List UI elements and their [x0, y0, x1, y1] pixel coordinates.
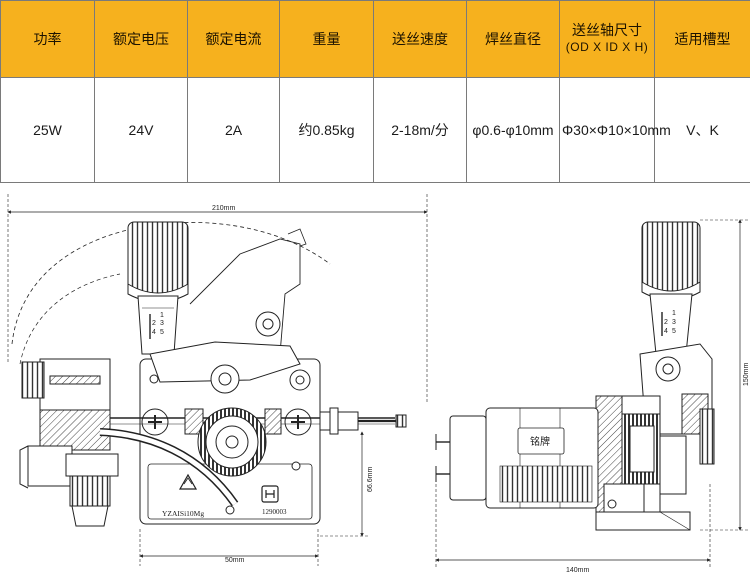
dim-width-side: 140mm: [566, 567, 590, 574]
header-weight: 重量: [279, 0, 374, 78]
dim-width-front: 210mm: [212, 205, 236, 212]
side-scale-3: 3: [672, 319, 676, 326]
side-scale-1: 1: [672, 310, 676, 317]
value-feed-speed: 2-18m/分: [373, 77, 467, 183]
value-wire-diameter: φ0.6-φ10mm: [466, 77, 560, 183]
model-text: YZAISi10Mg: [162, 509, 204, 518]
value-power: 25W: [0, 77, 95, 183]
recycle-icon: [178, 473, 198, 490]
value-groove-type: V、K: [654, 77, 750, 183]
header-feed-speed: 送丝速度: [373, 0, 467, 78]
front-scale-5: 5: [160, 329, 164, 336]
header-power: 功率: [0, 0, 95, 78]
header-roller-size-sub: (OD X ID X H): [565, 40, 649, 54]
side-view: 1 2 3 4 5 铭牌: [435, 219, 748, 568]
front-scale-4: 4: [152, 329, 156, 336]
header-roller-size: 送丝轴尺寸(OD X ID X H): [559, 0, 655, 78]
nameplate-label: 铭牌: [530, 435, 550, 448]
side-knob-scale: 1 2 3 4 5: [664, 310, 676, 335]
front-knob-scale: 1 2 3 4 5: [152, 312, 164, 336]
serial-text: 1290003: [262, 508, 287, 516]
front-view: 1 2 3 4 5: [7, 194, 428, 566]
header-wire-diameter: 焊丝直径: [466, 0, 560, 78]
front-scale-1: 1: [160, 312, 164, 319]
value-roller-size: Φ30×Φ10×10mm: [559, 77, 671, 183]
header-rated-current: 额定电流: [187, 0, 280, 78]
side-scale-2: 2: [664, 319, 668, 326]
spec-value-row: 25W 24V 2A 约0.85kg 2-18m/分 φ0.6-φ10mm Φ3…: [0, 77, 750, 183]
h-mark-icon: [261, 485, 279, 503]
technical-drawing: 1 2 3 4 5: [7, 194, 750, 574]
dim-height: 150mm: [743, 362, 750, 386]
spec-table: 功率 额定电压 额定电流 重量 送丝速度 焊丝直径 送丝轴尺寸(OD X ID …: [0, 0, 750, 183]
dim-axle-height: 66.6mm: [367, 467, 374, 492]
front-scale-3: 3: [160, 320, 164, 327]
front-scale-2: 2: [152, 320, 156, 327]
header-groove-type: 适用槽型: [654, 0, 750, 78]
side-scale-4: 4: [664, 328, 668, 335]
side-scale-5: 5: [672, 328, 676, 335]
value-rated-voltage: 24V: [94, 77, 188, 183]
spec-header-row: 功率 额定电压 额定电流 重量 送丝速度 焊丝直径 送丝轴尺寸(OD X ID …: [0, 0, 750, 78]
value-rated-current: 2A: [187, 77, 280, 183]
dim-base-offset: 50mm: [225, 557, 245, 564]
value-weight: 约0.85kg: [279, 77, 374, 183]
header-rated-voltage: 额定电压: [94, 0, 188, 78]
